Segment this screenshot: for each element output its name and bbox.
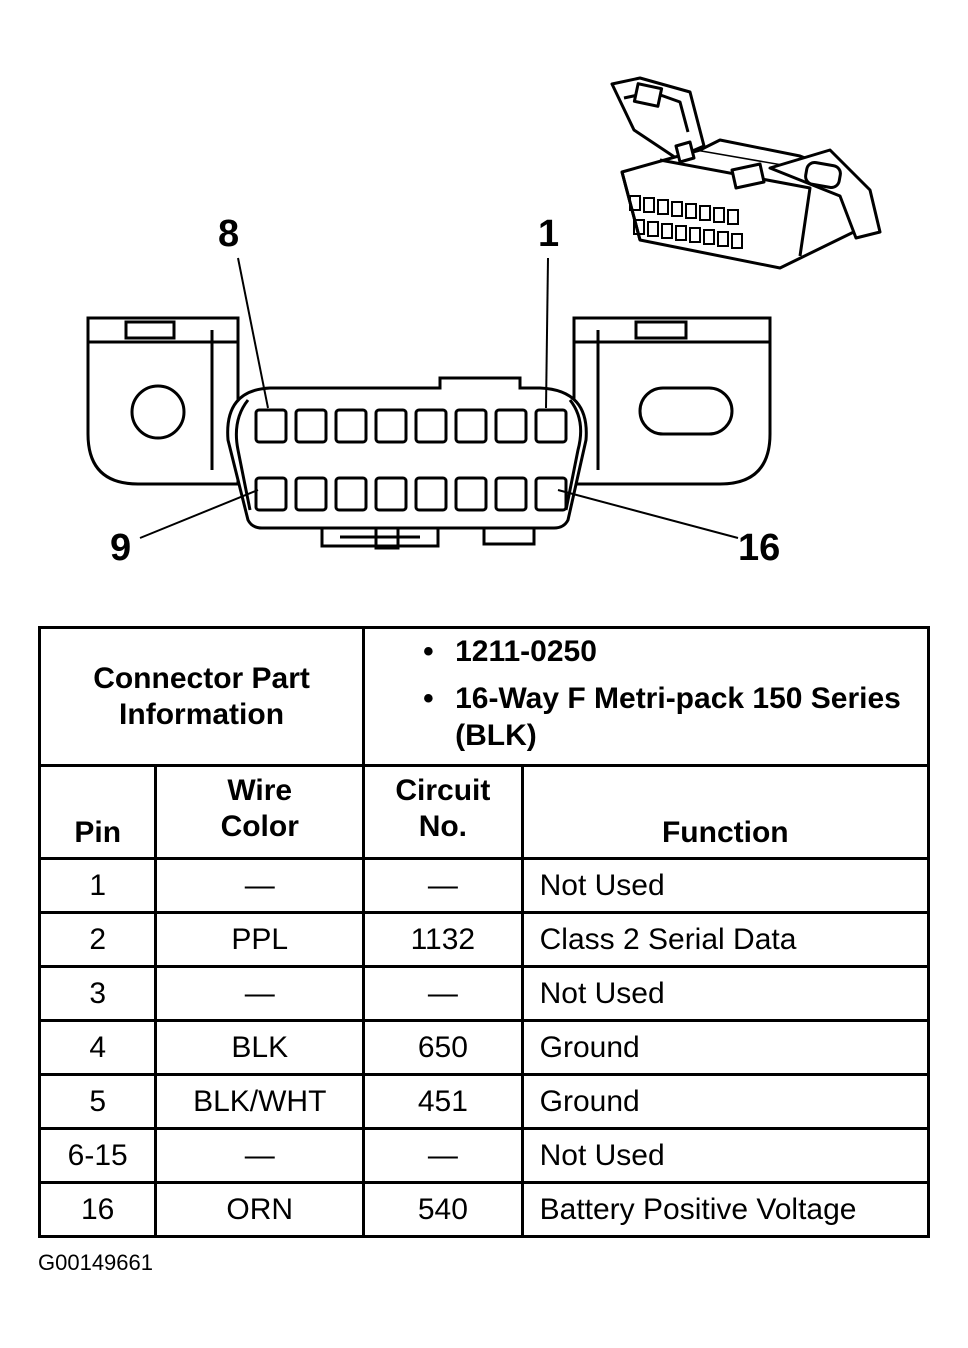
leader-lines [139,257,739,539]
cell-function: Not Used [520,1127,931,1184]
pin-cavity-4 [414,408,448,444]
pin-label-9: 9 [110,527,131,569]
pin-cavity-11 [334,476,368,512]
iso-pin-cavity [703,229,715,245]
pin-cavity-2 [494,408,528,444]
pin-cavity-15 [494,476,528,512]
cell-pin: 16 [37,1181,158,1238]
iso-pin-cavity [661,223,673,239]
cell-wire-color: — [154,857,366,914]
cell-function: Ground [520,1073,931,1130]
table-row: 6-15——Not Used [37,1127,931,1184]
iso-pin-cavity [657,199,669,215]
cell-function: Battery Positive Voltage [520,1181,931,1238]
table-row: 3——Not Used [37,965,931,1022]
leader-pin-8 [237,257,269,409]
cell-wire-color: BLK [154,1019,366,1076]
iso-pin-cavity [713,207,725,223]
iso-pin-cavity [647,221,659,237]
cell-wire-color: BLK/WHT [154,1073,366,1130]
pin-cavity-10 [294,476,328,512]
header-wire-color: Wire Color [154,764,366,860]
header-function-text: Function [661,816,789,849]
mounting-hole-round [130,384,186,440]
cell-pin: 6-15 [37,1127,158,1184]
iso-pin-cavity [671,201,683,217]
cell-function: Not Used [520,965,931,1022]
cell-pin: 5 [37,1073,158,1130]
iso-pin-cavity [689,227,701,243]
connector-type: 16-Way F Metri-pack 150 Series (BLK) [423,680,927,754]
cell-circuit-no: 650 [362,1019,524,1076]
header-pin: Pin [37,764,158,860]
pin-label-1: 1 [538,213,559,255]
pin-label-8: 8 [218,213,239,255]
iso-pin-cavity [629,195,641,211]
pin-cavity-5 [374,408,408,444]
pin-cavity-6 [334,408,368,444]
connector-3d-illustration [610,76,882,270]
pin-cavity-16 [534,476,568,512]
cell-function: Class 2 Serial Data [520,911,931,968]
pin-cavities [254,408,568,512]
iso-pin-cavity [675,225,687,241]
connector-pin-table: Connector Part Information 1211-0250 16-… [37,626,931,1238]
leader-pin-16 [557,489,739,539]
iso-pin-cavity [727,209,739,225]
pin-label-16: 16 [738,527,780,569]
right-mounting-ear [572,316,772,486]
cell-wire-color: — [154,1127,366,1184]
leader-pin-1 [545,257,549,409]
iso-pin-cavity [685,203,697,219]
leader-pin-9 [139,489,259,539]
header-pin-text: Pin [74,816,122,849]
cell-circuit-no: — [362,965,524,1022]
pin-cavity-7 [294,408,328,444]
cell-circuit-no: — [362,857,524,914]
cell-pin: 3 [37,965,158,1022]
header-function: Function [520,764,931,860]
cell-function: Ground [520,1019,931,1076]
pin-cavity-9 [254,476,288,512]
connector-part-number: 1211-0250 [423,633,927,670]
cell-circuit-no: 1132 [362,911,524,968]
connector-diagram: 8 1 9 16 [86,76,882,569]
mounting-hole-slot [638,386,734,436]
cell-function: Not Used [520,857,931,914]
iso-pin-cavity [731,233,743,249]
iso-pin-cavity [643,197,655,213]
iso-pin-cavity [699,205,711,221]
iso-pin-cavity [633,219,645,235]
cell-wire-color: PPL [154,911,366,968]
pin-cavity-13 [414,476,448,512]
iso-pin-cavity [717,231,729,247]
header-wire-text: Wire Color [220,774,299,843]
pin-cavity-3 [454,408,488,444]
connector-info-label-text: Connector Part Information [93,661,310,731]
header-circuit-no: Circuit No. [362,764,524,860]
cell-circuit-no: 540 [362,1181,524,1238]
cell-circuit-no: — [362,1127,524,1184]
figure-id: G00149661 [38,1250,153,1275]
connector-3d-pins [629,195,743,249]
cell-pin: 2 [37,911,158,968]
pin-cavity-14 [454,476,488,512]
pin-cavity-12 [374,476,408,512]
cell-pin: 1 [37,857,158,914]
header-circuit-text: Circuit No. [395,774,491,843]
connector-info-label: Connector Part Information [37,626,366,767]
cell-wire-color: ORN [154,1181,366,1238]
cell-wire-color: — [154,965,366,1022]
table-row: 1——Not Used [37,857,931,914]
pin-cavity-8 [254,408,288,444]
cell-pin: 4 [37,1019,158,1076]
left-mounting-ear [86,316,240,486]
pin-cavity-1 [534,408,568,444]
cell-circuit-no: 451 [362,1073,524,1130]
connector-info-details: 1211-0250 16-Way F Metri-pack 150 Series… [362,626,930,767]
